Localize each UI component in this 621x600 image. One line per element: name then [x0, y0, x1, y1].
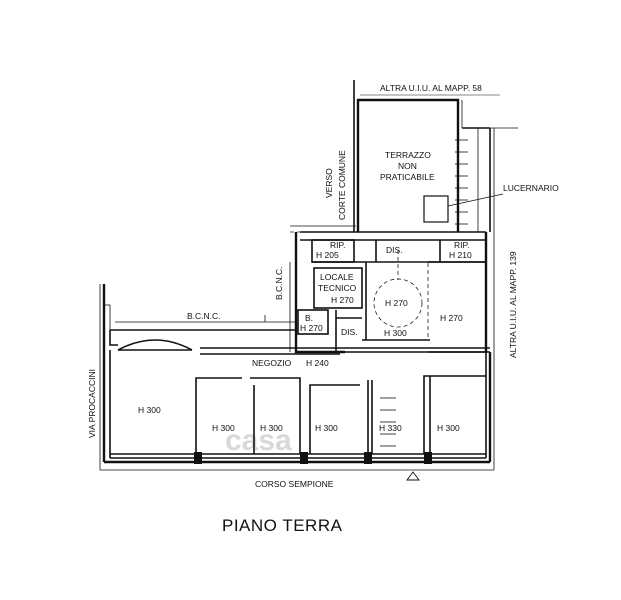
label-non: NON: [398, 161, 417, 171]
watermark-text: casa: [225, 424, 292, 457]
label-rip-right: RIP.: [454, 240, 469, 250]
label-verso: VERSO: [324, 168, 334, 198]
label-bottom-street: CORSO SEMPIONE: [255, 479, 334, 489]
label-h300-a: H 300: [138, 405, 161, 415]
service-block: [294, 231, 490, 354]
label-right-neighbor: ALTRA U.I.U. AL MAPP. 139: [508, 251, 518, 358]
label-bcnc-vertical: B.C.N.C.: [274, 266, 284, 300]
label-h300-e: H 300: [437, 423, 460, 433]
label-praticabile: PRATICABILE: [380, 172, 435, 182]
label-h300-mid: H 300: [384, 328, 407, 338]
terrace-block: [290, 80, 518, 233]
label-corte-comune: CORTE COMUNE: [337, 150, 347, 220]
label-h205: H 205: [316, 250, 339, 260]
label-lucernario: LUCERNARIO: [503, 183, 559, 193]
label-h270-round: H 270: [385, 298, 408, 308]
label-h300-c: H 300: [260, 423, 283, 433]
terrace-hatch: [455, 139, 468, 225]
label-bcnc-horizontal: B.C.N.C.: [187, 311, 221, 321]
label-dis-top: DIS.: [386, 245, 403, 255]
plan-title: PIANO TERRA: [222, 516, 343, 535]
label-dis-mid: DIS.: [341, 327, 358, 337]
label-h270-b: H 270: [300, 323, 323, 333]
shop-block: [102, 284, 492, 481]
label-top-neighbor: ALTRA U.I.U. AL MAPP. 58: [380, 83, 482, 93]
label-rip-left: RIP.: [330, 240, 345, 250]
label-b: B.: [305, 313, 313, 323]
label-terrazzo: TERRAZZO: [385, 150, 431, 160]
label-h210: H 210: [449, 250, 472, 260]
label-locale: LOCALE: [320, 272, 354, 282]
label-left-street: VIA PROCACCINI: [87, 369, 97, 438]
label-h300-b: H 300: [212, 423, 235, 433]
entrance-marker: [406, 471, 420, 481]
label-h300-d: H 300: [315, 423, 338, 433]
label-h270-tecnico: H 270: [331, 295, 354, 305]
label-h270-right: H 270: [440, 313, 463, 323]
skylight-box: [423, 195, 449, 223]
label-tecnico: TECNICO: [318, 283, 357, 293]
label-h240: H 240: [306, 358, 329, 368]
label-negozio: NEGOZIO: [252, 358, 292, 368]
label-h330: H 330: [379, 423, 402, 433]
